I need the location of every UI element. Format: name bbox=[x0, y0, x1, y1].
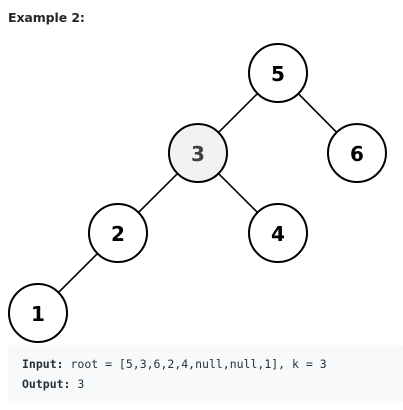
tree-node-3: 3 bbox=[168, 123, 228, 183]
tree-node-circle bbox=[327, 123, 387, 183]
tree-node-label: 4 bbox=[271, 222, 285, 246]
tree-edge-n3-n4 bbox=[217, 172, 259, 214]
tree-node-label: 3 bbox=[191, 142, 205, 166]
tree-node-label: 5 bbox=[271, 62, 285, 86]
tree-node-circle bbox=[248, 43, 308, 103]
tree-node-4: 4 bbox=[248, 203, 308, 263]
tree-node-circle bbox=[88, 203, 148, 263]
binary-tree-diagram: 5 3 6 2 4 1 bbox=[8, 43, 387, 343]
tree-node-circle bbox=[168, 123, 228, 183]
tree-edge-n3-n2 bbox=[137, 172, 179, 214]
tree-node-label: 6 bbox=[350, 142, 364, 166]
tree-node-label: 1 bbox=[31, 302, 45, 326]
input-value: root = [5,3,6,2,4,null,null,1], k = 3 bbox=[63, 357, 327, 371]
tree-nodes: 5 3 6 2 4 1 bbox=[8, 43, 387, 343]
tree-node-5: 5 bbox=[248, 43, 308, 103]
tree-edge-n5-n3 bbox=[217, 92, 259, 134]
output-value: 3 bbox=[70, 377, 85, 391]
tree-edge-n2-n1 bbox=[57, 252, 99, 294]
output-line: Output: 3 bbox=[22, 377, 84, 391]
tree-edge-n5-n6 bbox=[297, 93, 338, 133]
example-code-block: Input: root = [5,3,6,2,4,null,null,1], k… bbox=[8, 345, 403, 403]
tree-edges bbox=[57, 92, 338, 294]
tree-node-1: 1 bbox=[8, 283, 68, 343]
tree-node-2: 2 bbox=[88, 203, 148, 263]
tree-node-6: 6 bbox=[327, 123, 387, 183]
example-heading: Example 2: bbox=[8, 10, 85, 25]
tree-node-circle bbox=[248, 203, 308, 263]
output-key: Output: bbox=[22, 377, 71, 391]
tree-node-label: 2 bbox=[111, 222, 125, 246]
input-line: Input: root = [5,3,6,2,4,null,null,1], k… bbox=[22, 357, 327, 371]
input-key: Input: bbox=[22, 357, 64, 371]
tree-node-circle bbox=[8, 283, 68, 343]
